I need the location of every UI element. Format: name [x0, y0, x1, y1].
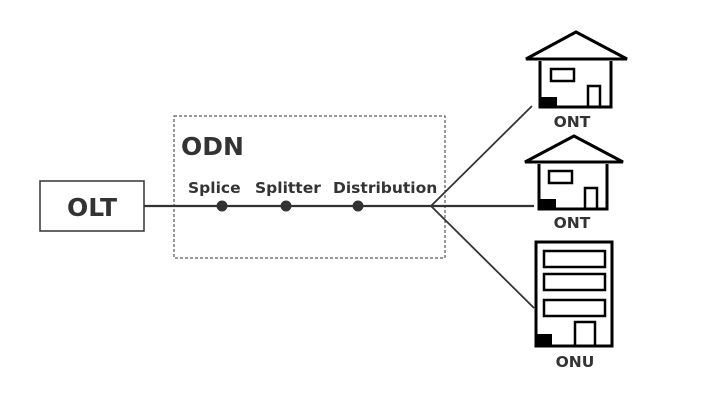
building-door	[573, 320, 597, 348]
distribution-dot	[352, 200, 364, 212]
building-floor-3	[542, 298, 607, 318]
onu-building-icon: ONU	[534, 240, 614, 371]
ont-device-icon	[539, 199, 556, 209]
ont-label-1: ONT	[554, 113, 591, 131]
onu-label: ONU	[556, 353, 595, 371]
olt-label: OLT	[67, 193, 117, 222]
house-window	[547, 169, 574, 185]
ont-house-icon-2: ONT	[524, 134, 624, 232]
building-floor-1	[542, 249, 607, 269]
splitter-dot	[280, 200, 292, 212]
house-walls	[538, 61, 613, 109]
house-roof	[524, 134, 624, 164]
ont-label-2: ONT	[554, 214, 591, 232]
ont-house-icon-1: ONT	[525, 30, 628, 131]
splitter-label: Splitter	[255, 179, 321, 197]
house-door	[586, 84, 602, 109]
branch-line-onu	[430, 205, 535, 309]
onu-device-icon	[536, 334, 552, 346]
odn-boundary	[173, 115, 446, 259]
olt-node: OLT	[39, 180, 145, 232]
house-roof	[525, 30, 628, 61]
odn-point-splice: Splice	[188, 179, 241, 212]
house-walls	[537, 164, 609, 211]
ont-device-icon	[540, 97, 557, 107]
building-floor-2	[542, 272, 607, 292]
odn-point-splitter: Splitter	[255, 179, 321, 212]
house-door	[583, 186, 599, 211]
odn-label: ODN	[181, 132, 244, 161]
branch-line-ont-1	[430, 105, 533, 207]
distribution-label: Distribution	[333, 179, 437, 197]
odn-point-distribution: Distribution	[333, 179, 437, 212]
house-window	[549, 67, 576, 83]
odn-region: ODN	[173, 115, 446, 259]
splice-label: Splice	[188, 179, 241, 197]
olt-box	[39, 180, 145, 232]
splice-dot	[216, 200, 228, 212]
